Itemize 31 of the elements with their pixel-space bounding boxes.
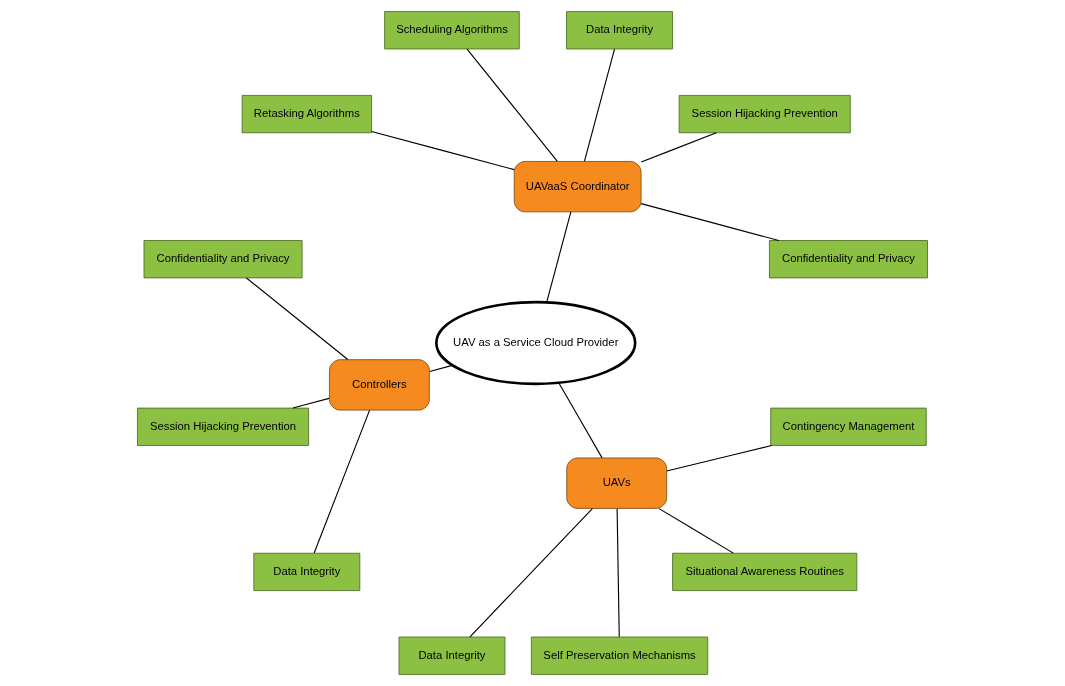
node-box: Session Hijacking Prevention: [137, 407, 310, 446]
node-box: UAVs: [566, 457, 668, 509]
node-box: Controllers: [329, 359, 430, 411]
node-box: Scheduling Algorithms: [384, 11, 520, 50]
node-box: Confidentiality and Privacy: [769, 240, 928, 279]
connector: [640, 203, 780, 242]
node-box: Session Hijacking Prevention: [678, 94, 851, 134]
connector: [429, 364, 453, 372]
connector: [546, 211, 572, 303]
connector: [469, 508, 593, 638]
node-box: UAVaaS Coordinator: [513, 161, 642, 213]
connector: [616, 508, 620, 638]
connector: [466, 48, 558, 162]
node-box: Confidentiality and Privacy: [143, 240, 303, 279]
connector: [583, 48, 616, 162]
connector: [313, 409, 371, 554]
node-box: Self Preservation Mechanisms: [530, 636, 709, 675]
node-box: Retasking Algorithms: [241, 94, 372, 134]
connector: [640, 132, 717, 163]
node-ellipse: UAV as a Service Cloud Provider: [435, 300, 637, 386]
node-box: Data Integrity: [398, 636, 506, 675]
node-box: Data Integrity: [253, 552, 361, 592]
connector: [292, 397, 330, 409]
connector: [658, 508, 734, 554]
connector: [666, 444, 773, 472]
connector: [371, 130, 515, 171]
connector: [558, 382, 603, 459]
connector: [245, 277, 349, 361]
node-box: Contingency Management: [770, 407, 927, 446]
node-box: Data Integrity: [566, 11, 673, 50]
node-box: Situational Awareness Routines: [672, 552, 858, 592]
